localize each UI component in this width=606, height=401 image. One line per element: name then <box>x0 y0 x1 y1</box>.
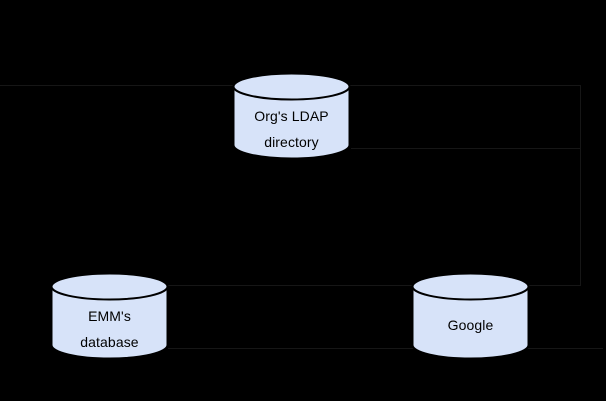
edge-right-vertical <box>580 85 581 286</box>
edge-emm-google-lower <box>168 348 603 349</box>
cylinder-icon <box>411 272 530 360</box>
edge-emm-google-upper <box>168 285 580 286</box>
node-orgs-ldap-directory: Org's LDAP directory <box>232 72 351 160</box>
node-emms-database: EMM's database <box>50 272 169 360</box>
label-line: database <box>80 334 139 350</box>
edge-ldap-right-lower <box>351 148 580 149</box>
node-label-emms-database: EMM's database <box>50 303 169 355</box>
node-label-orgs-ldap-directory: Org's LDAP directory <box>232 103 351 155</box>
cylinder-icon <box>50 272 169 360</box>
label-line: Org's LDAP <box>254 108 329 124</box>
node-google: Google <box>411 272 530 360</box>
label-line: EMM's <box>88 308 131 324</box>
label-line: directory <box>264 134 319 150</box>
label-line: Google <box>447 317 494 333</box>
node-label-google: Google <box>411 312 530 338</box>
cylinder-icon <box>232 72 351 160</box>
